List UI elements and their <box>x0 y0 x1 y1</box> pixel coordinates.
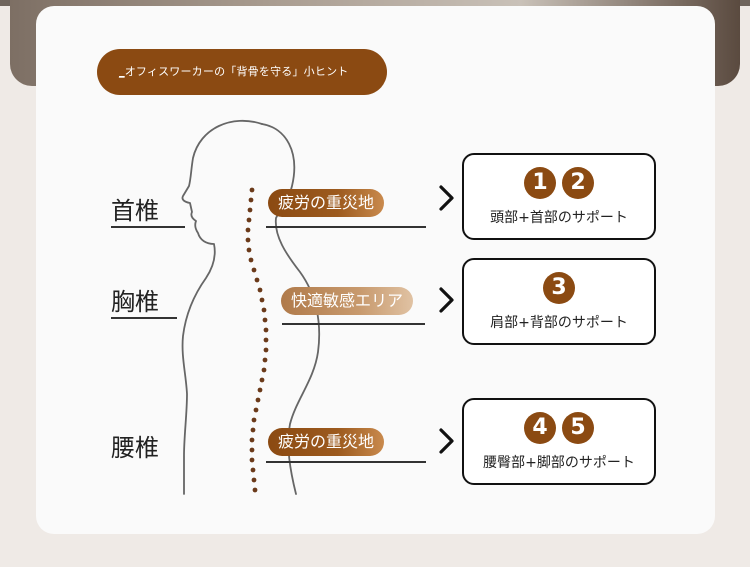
pill-middle-underline <box>282 323 425 325</box>
support-numbers-shoulder-back: 3 <box>464 272 654 304</box>
title-text: オフィスワーカーの「背骨を守る」小ヒント <box>124 65 349 78</box>
number-badge: 1 <box>524 167 556 199</box>
label-thoracic-underline <box>111 317 177 319</box>
label-thoracic: 胸椎 <box>111 288 159 316</box>
support-box-shoulder-back: 3 肩部+背部のサポート <box>462 258 656 345</box>
number-badge: 5 <box>562 412 594 444</box>
pill-comfort-zone: 快適敏感エリア <box>281 287 414 315</box>
title-banner: _オフィスワーカーの「背骨を守る」小ヒント <box>97 49 387 95</box>
chevron-right-icon <box>439 428 454 454</box>
title-dash: _ <box>119 65 125 78</box>
body-outline-back <box>261 123 321 495</box>
label-cervical: 首椎 <box>111 197 159 225</box>
pill-upper-underline <box>266 226 426 228</box>
chevron-right-icon <box>439 185 454 211</box>
label-cervical-underline <box>111 226 185 228</box>
chevron-right-icon <box>439 287 454 313</box>
support-label-shoulder-back: 肩部+背部のサポート <box>490 315 628 331</box>
number-badge: 2 <box>562 167 594 199</box>
pill-fatigue-lower: 疲労の重災地 <box>268 428 385 456</box>
spine-dots <box>245 187 269 493</box>
pill-fatigue-upper: 疲労の重災地 <box>268 189 385 217</box>
number-badge: 4 <box>524 412 556 444</box>
support-label-head-neck: 頭部+首部のサポート <box>490 210 628 226</box>
body-outline-front <box>181 119 263 495</box>
label-lumbar: 腰椎 <box>111 434 159 462</box>
support-label-waist-legs: 腰臀部+脚部のサポート <box>483 455 635 471</box>
pill-lower-underline <box>266 461 426 463</box>
number-badge: 3 <box>543 272 575 304</box>
